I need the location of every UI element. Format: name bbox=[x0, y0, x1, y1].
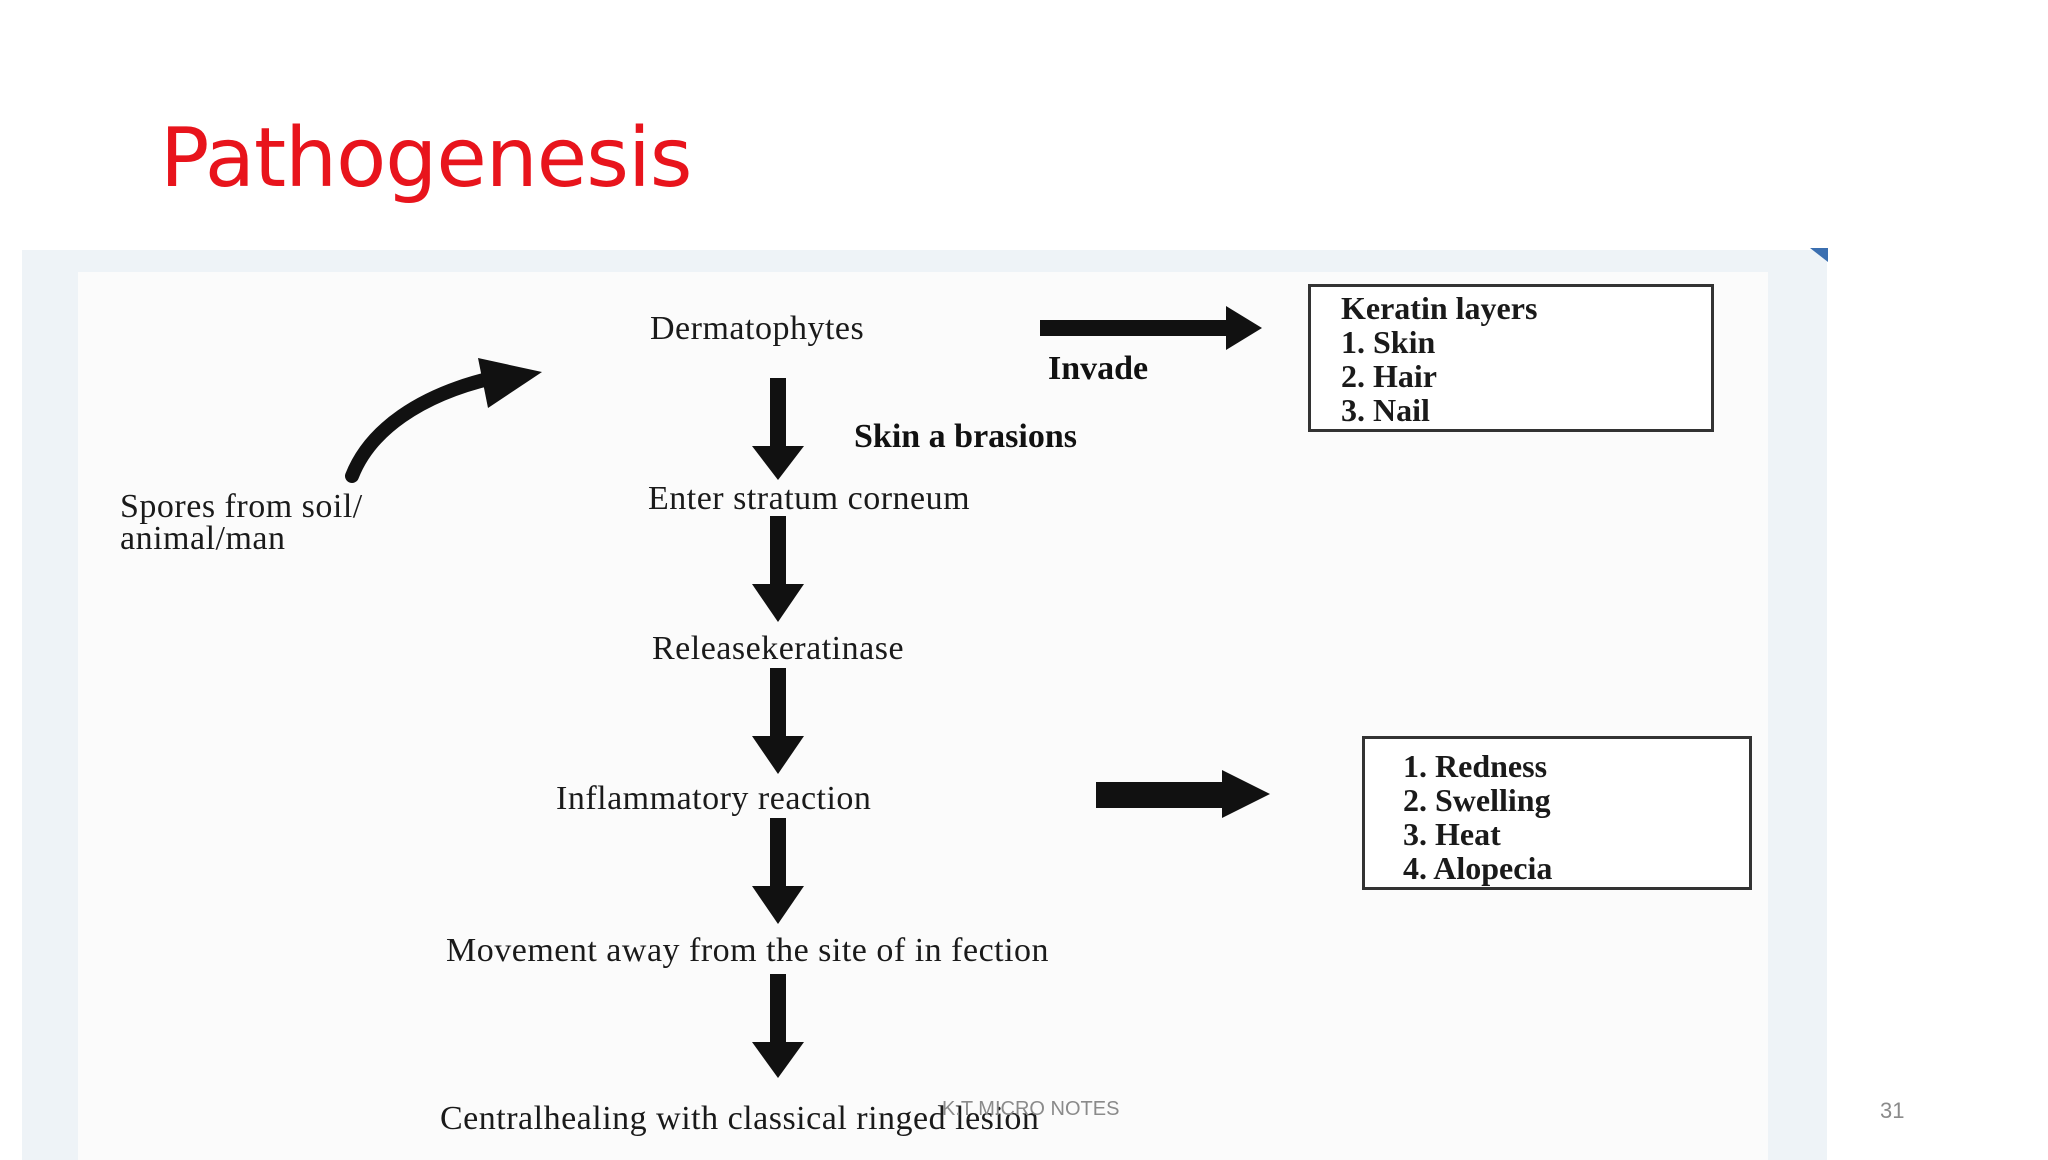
node-inflammatory-reaction: Inflammatory reaction bbox=[556, 780, 872, 817]
symptom-item: 1. Redness bbox=[1403, 748, 1548, 784]
node-spores-line2: animal/man bbox=[120, 520, 286, 557]
symptoms-box: 1. Redness 2. Swelling 3. Heat 4. Alopec… bbox=[1362, 736, 1752, 890]
symptom-item: 4. Alopecia bbox=[1403, 850, 1553, 886]
symptom-item: 2. Swelling bbox=[1403, 782, 1551, 818]
node-spores-line1: Spores from soil/ bbox=[120, 488, 363, 525]
edge-label-invade: Invade bbox=[1048, 350, 1149, 387]
node-dermatophytes: Dermatophytes bbox=[650, 310, 865, 347]
slide-footer: K.T MICRO NOTES bbox=[942, 1098, 1120, 1120]
symptom-item: 3. Heat bbox=[1403, 816, 1501, 852]
keratin-item: 2. Hair bbox=[1341, 358, 1437, 394]
slide-page-number: 31 bbox=[1880, 1098, 1905, 1123]
keratin-item: 3. Nail bbox=[1341, 392, 1430, 428]
node-movement-away: Movement away from the site of in fectio… bbox=[446, 932, 1050, 969]
node-release-keratinase: Releasekeratinase bbox=[652, 630, 905, 667]
keratin-item: 1. Skin bbox=[1341, 324, 1436, 360]
keratin-box-heading: Keratin layers bbox=[1341, 290, 1538, 326]
node-enter-stratum-corneum: Enter stratum corneum bbox=[648, 480, 971, 517]
node-central-healing: Centralhealing with classical ringed les… bbox=[440, 1100, 1040, 1137]
keratin-layers-box: Keratin layers 1. Skin 2. Hair 3. Nail bbox=[1308, 284, 1714, 432]
slide-title: Pathogenesis bbox=[160, 111, 692, 206]
edge-label-skin-abrasions: Skin a brasions bbox=[854, 418, 1077, 455]
